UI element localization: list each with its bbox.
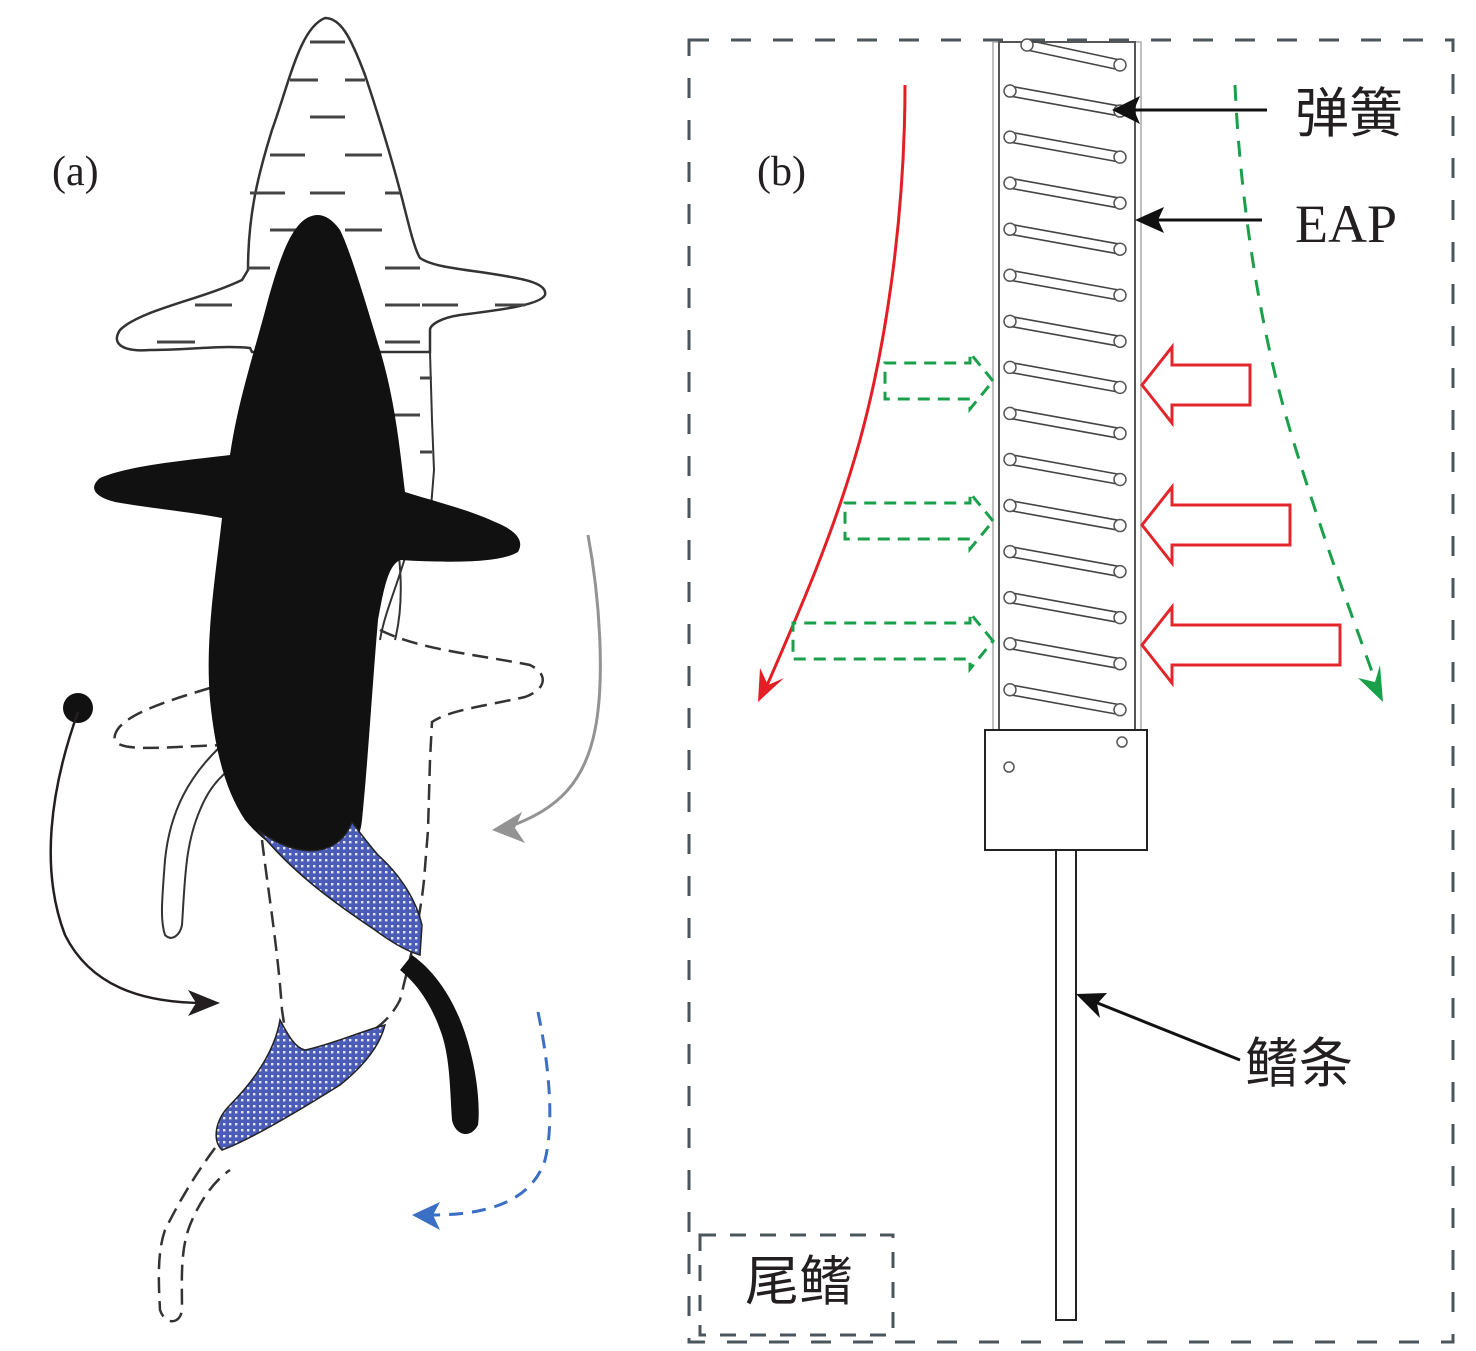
red-force-arrow [1140, 482, 1292, 568]
fish-outline-dashed [113, 628, 544, 1323]
panel-a-label: (a) [52, 149, 99, 195]
spring-coil [1003, 636, 1127, 671]
arrowhead-finray-icon [1076, 993, 1107, 1018]
spring-coil [1003, 314, 1127, 349]
arrowhead-blue-icon [412, 1202, 440, 1230]
red-force-arrows [1140, 342, 1342, 688]
spring-coil [1003, 452, 1127, 487]
arrowhead-green-icon [1358, 665, 1383, 702]
arrowhead-red-icon [758, 668, 784, 702]
caudal-fin-label: 尾鳍 [745, 1252, 853, 1312]
spring-coil [1003, 498, 1127, 533]
red-force-arrow [1140, 342, 1252, 428]
black-rotation-arrow [49, 711, 206, 1005]
blue-dashed-arrow [431, 1011, 552, 1217]
arrowhead-black-icon [188, 990, 220, 1016]
caudal-fin-label-box [698, 1233, 895, 1337]
panel-b: (b) 弹簧 EAP [687, 38, 1455, 1344]
panel-b-label: (b) [757, 149, 806, 195]
green-dashed-curve [1233, 84, 1377, 681]
spring-coil [1003, 222, 1127, 256]
tail-hatched-upper [257, 820, 423, 956]
red-force-arrow [1140, 602, 1342, 688]
spring-coils [1003, 38, 1127, 717]
fish-tail-black [400, 955, 479, 1135]
red-deflection-curve [763, 84, 907, 691]
spring-coil [1003, 360, 1127, 395]
eap-label: EAP [1295, 194, 1397, 254]
green-dashed-arrow [791, 608, 995, 674]
panel-a: (a) [49, 16, 602, 1323]
spring-coil [1003, 130, 1127, 164]
spring-coil [1003, 544, 1127, 579]
fin-ray-label: 鳍条 [1245, 1034, 1353, 1094]
fin-ray [1055, 849, 1077, 1321]
arrowhead-gray-icon [492, 812, 525, 843]
spring-coil [1003, 176, 1127, 210]
spring-coil [1003, 268, 1127, 303]
spring-coil [1003, 683, 1127, 717]
panel-b-frame [687, 38, 1455, 1344]
arrowhead-eap-icon [1135, 207, 1164, 233]
spring-coil [1020, 38, 1127, 72]
tail-hatched-lower [215, 1017, 387, 1151]
spring-coil [1003, 590, 1127, 625]
green-dashed-arrow [843, 488, 995, 554]
fin-outline-left [160, 744, 246, 939]
pivot-dot [63, 693, 93, 723]
fish-body-black [94, 215, 521, 863]
spring-label: 弹簧 [1295, 84, 1403, 144]
green-dashed-arrow [883, 348, 995, 414]
arrowhead-spring-icon [1112, 96, 1140, 124]
green-dashed-force-arrows [791, 348, 995, 674]
gray-motion-arrow [504, 534, 602, 830]
finray-leader-line [1089, 998, 1241, 1062]
base-block [984, 729, 1148, 851]
spring-coil [1003, 406, 1127, 441]
